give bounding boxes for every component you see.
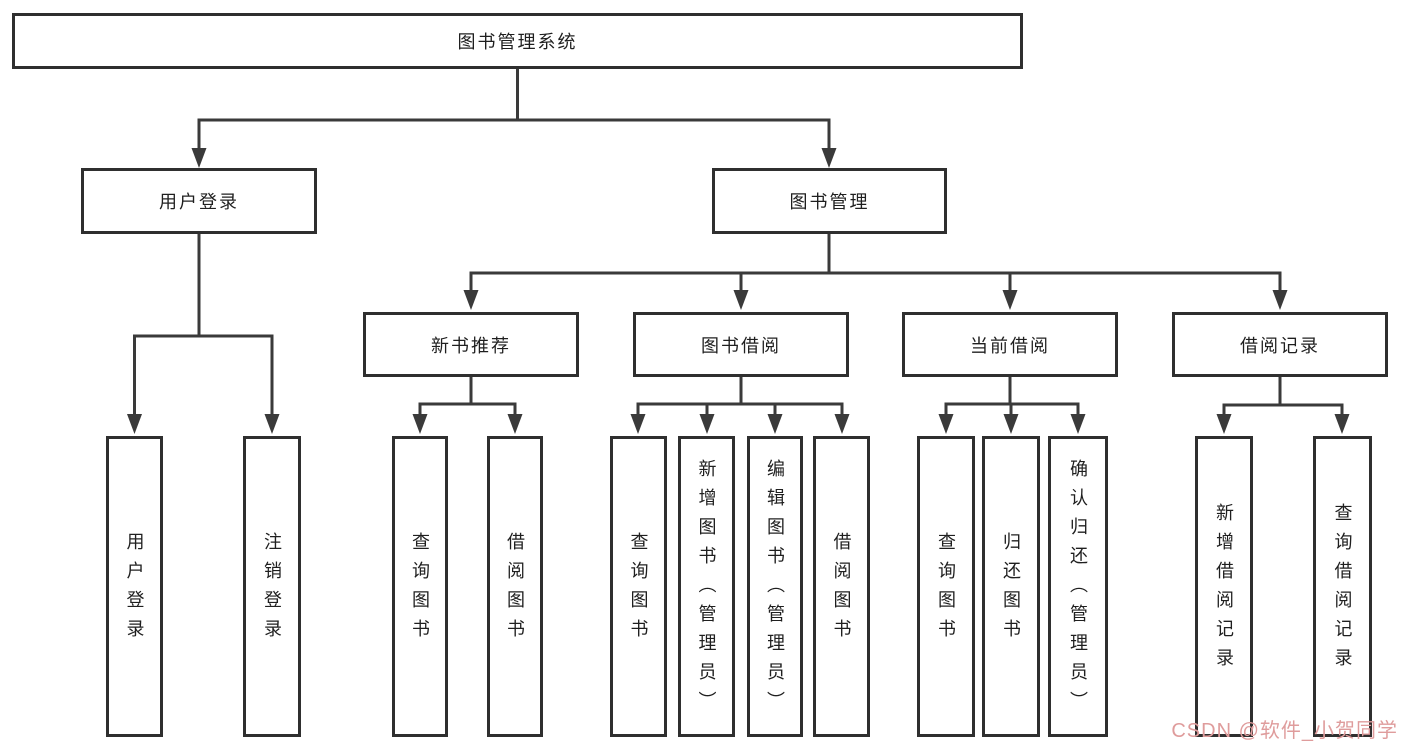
leaf-label: 注销登录 xyxy=(262,531,282,648)
leaf-confirm-return-admin: 确认归还（管理员） xyxy=(1048,436,1108,737)
connector-current-borrowing-children xyxy=(944,375,1080,420)
node-library-management-system: 图书管理系统 xyxy=(12,13,1023,69)
node-new-book-recommend: 新书推荐 xyxy=(363,312,579,377)
leaf-label: 确认归还（管理员） xyxy=(1068,459,1088,720)
connector-book-management-children xyxy=(469,232,1282,296)
leaf-user-login: 用户登录 xyxy=(106,436,163,737)
node-label: 用户登录 xyxy=(159,192,239,212)
node-label: 借阅记录 xyxy=(1240,335,1320,356)
leaf-add-books-admin: 新增图书（管理员） xyxy=(678,436,735,737)
leaf-label: 查询图书 xyxy=(628,531,649,648)
leaf-query-borrow-record: 查询借阅记录 xyxy=(1313,436,1372,737)
arrowheads xyxy=(127,148,1350,434)
node-label: 图书管理系统 xyxy=(457,32,578,52)
connector-book-borrowing-children xyxy=(636,375,844,420)
node-label: 图书管理 xyxy=(789,192,870,212)
leaf-edit-books-admin: 编辑图书（管理员） xyxy=(747,436,803,737)
connector-root-to-level2 xyxy=(197,67,831,154)
leaf-query-books-recommend: 查询图书 xyxy=(392,436,448,737)
leaf-borrow-books-recommend: 借阅图书 xyxy=(487,436,543,737)
leaf-borrow-books: 借阅图书 xyxy=(813,436,870,737)
leaf-label: 用户登录 xyxy=(124,531,145,648)
node-current-borrowing: 当前借阅 xyxy=(902,312,1118,377)
leaf-label: 归还图书 xyxy=(1001,531,1021,648)
leaf-logout: 注销登录 xyxy=(243,436,301,737)
connector-new-book-children xyxy=(418,375,517,420)
leaf-return-books: 归还图书 xyxy=(982,436,1040,737)
leaf-query-books-current: 查询图书 xyxy=(917,436,975,737)
leaf-label: 编辑图书（管理员） xyxy=(765,459,785,720)
node-user-login: 用户登录 xyxy=(81,168,317,234)
leaf-label: 借阅图书 xyxy=(831,531,852,648)
node-book-management: 图书管理 xyxy=(712,168,947,234)
leaf-label: 查询借阅记录 xyxy=(1332,502,1353,677)
node-book-borrowing: 图书借阅 xyxy=(633,312,849,377)
node-label: 当前借阅 xyxy=(970,335,1050,356)
node-borrow-records: 借阅记录 xyxy=(1172,312,1388,377)
csdn-watermark: CSDN @软件_小贺同学 xyxy=(1171,720,1398,742)
leaf-label: 新增图书（管理员） xyxy=(696,459,717,720)
connector-user-login-children xyxy=(133,232,274,420)
connector-borrow-records-children xyxy=(1222,375,1344,420)
leaf-label: 查询图书 xyxy=(936,531,956,648)
leaf-add-borrow-record: 新增借阅记录 xyxy=(1195,436,1253,737)
node-label: 图书借阅 xyxy=(701,335,781,356)
leaf-label: 借阅图书 xyxy=(505,531,525,648)
leaf-label: 新增借阅记录 xyxy=(1214,502,1234,677)
leaf-query-books-borrowing: 查询图书 xyxy=(610,436,667,737)
leaf-label: 查询图书 xyxy=(410,531,430,648)
node-label: 新书推荐 xyxy=(431,335,511,356)
